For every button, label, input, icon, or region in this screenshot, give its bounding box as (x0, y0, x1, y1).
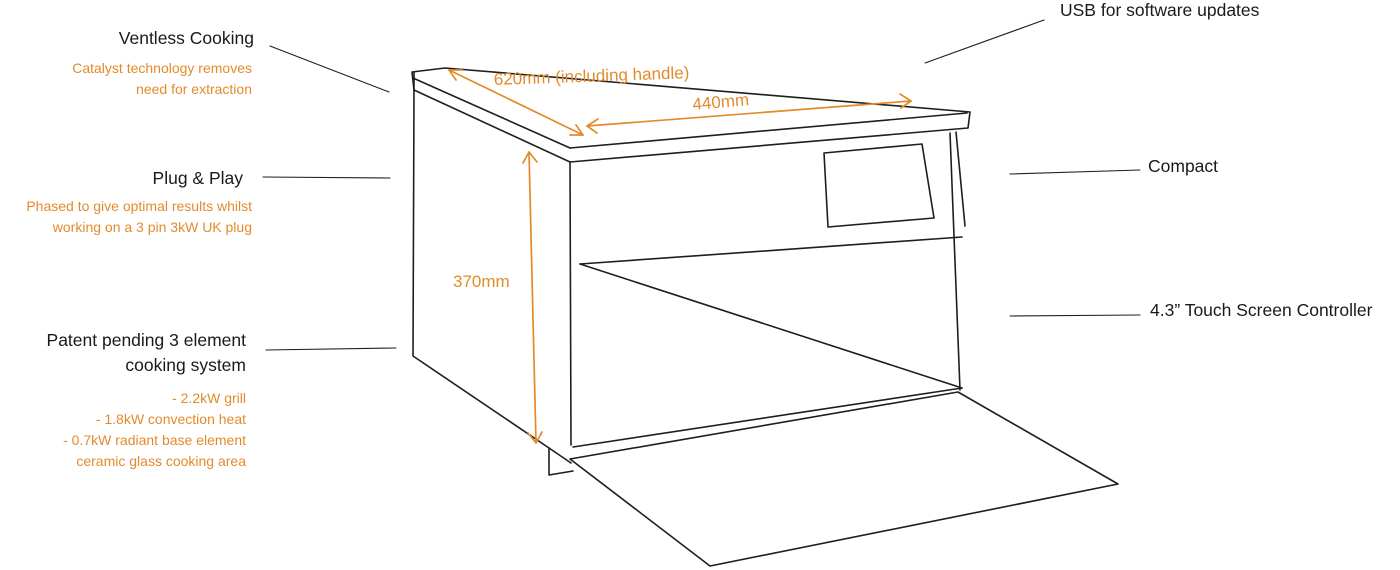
leader-ventless (269, 45, 390, 93)
usb-title: USB for software updates (1060, 0, 1260, 20)
patent-title: Patent pending 3 element cooking system (47, 328, 246, 378)
plug-desc: Phased to give optimal results whilst wo… (26, 196, 252, 238)
plug-desc-line: Phased to give optimal results whilst (26, 198, 252, 214)
plug-title: Plug & Play (152, 168, 243, 188)
leader-patent (265, 347, 397, 351)
patent-title-line: Patent pending 3 element (46, 330, 246, 350)
dimension-length-label: 620mm (including handle) (493, 63, 689, 89)
dimension-length (448, 69, 584, 136)
dimension-width-label: 440mm (692, 90, 750, 114)
ventless-desc-line: need for extraction (136, 81, 252, 97)
patent-desc-line: - 0.7kW radiant base element (63, 432, 246, 448)
leader-plug (262, 176, 391, 179)
oven-body (411, 67, 1119, 567)
ventless-desc-line: Catalyst technology removes (72, 60, 252, 76)
dimension-height (522, 151, 543, 444)
leader-usb (924, 19, 1045, 64)
plug-desc-line: working on a 3 pin 3kW UK plug (52, 219, 252, 235)
patent-desc-line: - 1.8kW convection heat (95, 411, 246, 427)
patent-desc: - 2.2kW grill - 1.8kW convection heat - … (63, 388, 246, 472)
leader-compact (1009, 169, 1141, 175)
ventless-desc: Catalyst technology removes need for ext… (72, 58, 252, 100)
ventless-title: Ventless Cooking (118, 28, 254, 48)
patent-desc-line: ceramic glass cooking area (76, 453, 246, 469)
compact-title: Compact (1148, 156, 1219, 176)
patent-title-line: cooking system (125, 355, 246, 375)
touch-title: 4.3” Touch Screen Controller (1150, 300, 1373, 320)
dimension-height-label: 370mm (453, 272, 510, 291)
dimension-width (586, 93, 912, 134)
leader-touch (1009, 314, 1141, 317)
patent-desc-line: - 2.2kW grill (172, 390, 246, 406)
